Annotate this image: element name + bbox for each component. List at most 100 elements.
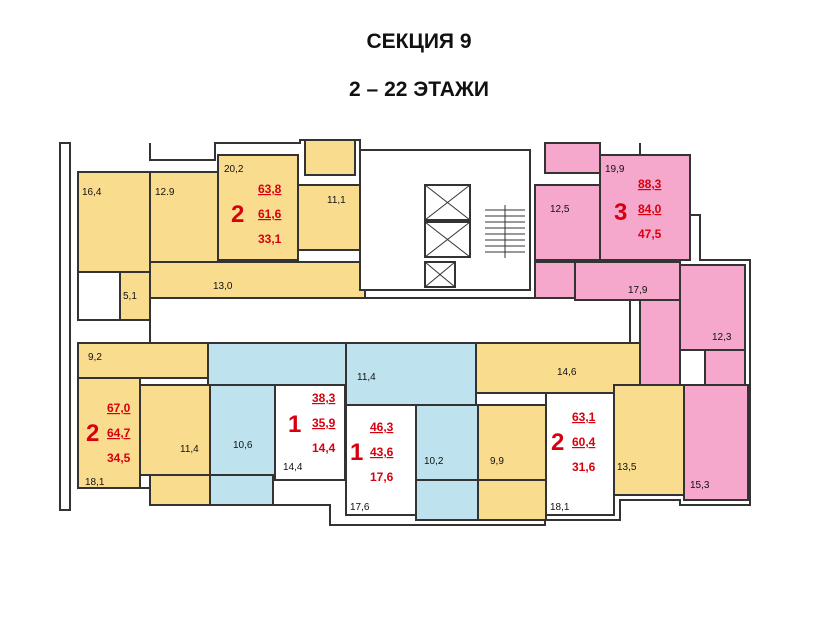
rooms-count: 2 (551, 429, 564, 456)
hall (639, 299, 681, 386)
apartment-2-bottom-left (77, 342, 211, 506)
apartment-3 (534, 142, 746, 386)
room (77, 377, 141, 489)
room-area: 18,1 (85, 477, 105, 488)
room (599, 154, 691, 261)
room (304, 139, 356, 176)
apartment-label: 1 38,3 35,9 14,4 (288, 391, 336, 455)
bathroom (704, 349, 746, 386)
living-area-incl: 43,6 (370, 445, 394, 459)
room (545, 392, 615, 516)
room (683, 384, 749, 501)
loggia (149, 474, 211, 506)
room-area: 13,5 (617, 462, 637, 473)
apartment-label: 3 88,3 84,0 47,5 (614, 177, 662, 241)
room-area-labels: 16,4 12.9 20,2 11,1 13,0 5,1 12,5 19,9 1… (82, 164, 732, 513)
room-area: 14,4 (283, 462, 303, 473)
room-area: 15,3 (690, 480, 710, 491)
apartment-1-small (207, 342, 347, 506)
room (534, 184, 601, 261)
hall (119, 271, 151, 321)
loggia (415, 479, 479, 521)
rooms-count: 3 (614, 199, 627, 226)
apartment-label: 2 63,8 61,6 33,1 (231, 182, 282, 246)
loggia (477, 479, 547, 521)
room (613, 384, 685, 496)
room (297, 184, 361, 251)
living-area-incl: 84,0 (638, 202, 662, 216)
room-area: 20,2 (224, 164, 244, 175)
room (149, 171, 219, 263)
apartment-label: 2 63,1 60,4 31,6 (551, 410, 596, 474)
room (345, 404, 417, 516)
stairs (485, 205, 525, 258)
room-area: 10,6 (233, 440, 253, 451)
rooms-count: 2 (231, 201, 244, 228)
living-area: 14,4 (312, 441, 336, 455)
room (679, 264, 746, 351)
living-area: 17,6 (370, 470, 394, 484)
rooms-count: 2 (86, 420, 99, 447)
loggia (209, 474, 274, 506)
room (274, 384, 346, 481)
total-area: 38,3 (312, 391, 336, 405)
corridor (149, 297, 631, 344)
room-area: 16,4 (82, 187, 102, 198)
room-area: 9,2 (88, 352, 102, 363)
stairwell (359, 149, 531, 291)
living-area: 33,1 (258, 232, 282, 246)
living-area: 31,6 (572, 460, 596, 474)
room (415, 404, 479, 481)
room-area: 11,4 (180, 444, 199, 455)
apartment-label: 2 67,0 64,7 34,5 (86, 401, 131, 465)
living-area: 34,5 (107, 451, 131, 465)
total-area: 88,3 (638, 177, 662, 191)
room-area: 12.9 (155, 187, 175, 198)
room-area: 17,9 (628, 285, 648, 296)
bathroom (534, 261, 576, 299)
room-area: 10,2 (424, 456, 444, 467)
living-area-incl: 60,4 (572, 435, 596, 449)
hall (207, 342, 347, 386)
room-area: 19,9 (605, 164, 625, 175)
apartment-2-top-left (77, 139, 366, 321)
living-area-incl: 64,7 (107, 426, 131, 440)
apartment-labels: 2 63,8 61,6 33,1 3 88,3 84,0 47,5 2 67,0… (86, 177, 662, 484)
total-area: 67,0 (107, 401, 131, 415)
section-title: СЕКЦИЯ 9 (366, 30, 472, 53)
living-area: 47,5 (638, 227, 662, 241)
room-area: 18,1 (550, 502, 570, 513)
room (217, 154, 299, 261)
total-area: 63,8 (258, 182, 282, 196)
room (139, 384, 211, 476)
room (77, 171, 151, 273)
hall (77, 342, 209, 379)
living-area-incl: 35,9 (312, 416, 336, 430)
room-area: 17,6 (350, 502, 370, 513)
room-area: 12,3 (712, 332, 732, 343)
hall (345, 342, 477, 406)
loggia (544, 142, 601, 174)
total-area: 63,1 (572, 410, 596, 424)
rooms-count: 1 (350, 439, 363, 466)
room-area: 13,0 (213, 281, 233, 292)
apartment-2-bottom-right (475, 342, 749, 521)
hall (475, 342, 641, 394)
room (477, 404, 547, 481)
rooms-count: 1 (288, 411, 301, 438)
living-area-incl: 61,6 (258, 207, 282, 221)
room-area: 11,1 (327, 195, 346, 206)
room-area: 9,9 (490, 456, 504, 467)
apartment-1-large (345, 342, 479, 521)
room-area: 14,6 (557, 367, 577, 378)
apartment-label: 1 46,3 43,6 17,6 (350, 420, 394, 484)
room (209, 384, 276, 476)
floors-subtitle: 2 – 22 ЭТАЖИ (349, 78, 489, 101)
bathroom (77, 271, 121, 321)
room-area: 12,5 (550, 204, 570, 215)
room-area: 11,4 (357, 372, 376, 383)
room-area: 5,1 (123, 291, 137, 302)
hall (149, 261, 366, 299)
total-area: 46,3 (370, 420, 394, 434)
